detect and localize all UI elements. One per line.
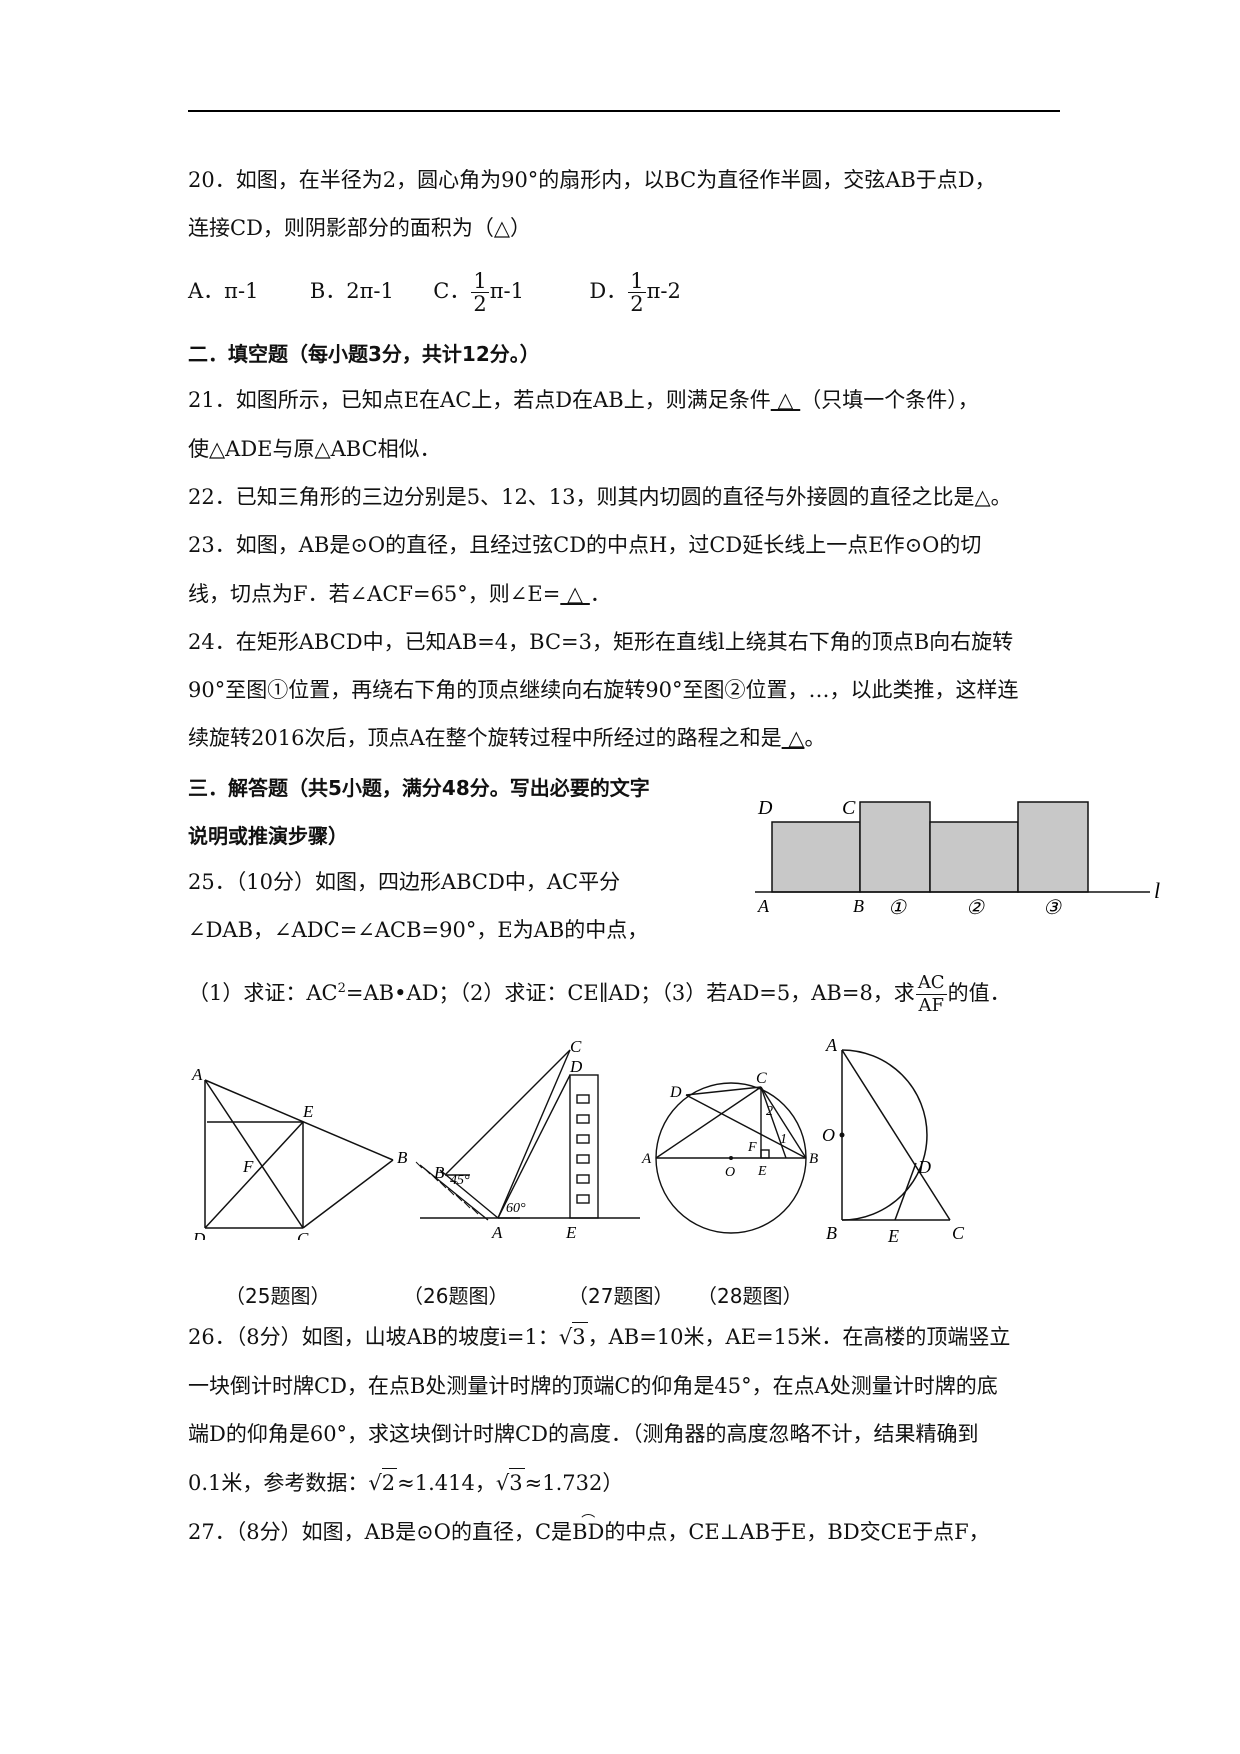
fig24-label-d: D xyxy=(757,797,773,819)
q20-line2: 连接CD，则阴影部分的面积为（△） xyxy=(188,216,532,240)
q24-line3: 续旋转2016次后，顶点A在整个旋转过程中所经过的路程之和是 △。 xyxy=(188,726,826,750)
q20-option-a: A．π-1 xyxy=(188,279,259,303)
fig26-label-d: D xyxy=(569,1057,583,1076)
q26-line1: 26．（8分）如图，山坡AB的坡度i=1：√3，AB=10米，AE=15米．在高… xyxy=(188,1322,1010,1351)
figure-q25: A E F B D C xyxy=(191,1065,408,1240)
fig24-label-c: C xyxy=(842,797,856,819)
q25-line3: （1）求证：AC2=AB•AD；（2）求证：CE∥AD；（3）若AD=5，AB=… xyxy=(188,972,1011,1016)
fig24-rect-3 xyxy=(1017,801,1089,893)
fig27-label-1: 1 xyxy=(780,1132,787,1147)
caption-fig28: （28题图） xyxy=(697,1284,803,1308)
fig24-label-2: ② xyxy=(966,897,985,919)
figure-q24: D C A B ① ② ③ l xyxy=(755,797,1160,919)
fig28-label-d: D xyxy=(917,1157,931,1177)
section3-heading-line1: 三．解答题（共5小题，满分48分。写出必要的文字 xyxy=(188,776,650,800)
fig24-label-b: B xyxy=(853,896,864,916)
fig26-label-c: C xyxy=(570,1040,582,1056)
fig25-label-f: F xyxy=(242,1157,254,1176)
fig25-label-c: C xyxy=(297,1229,309,1240)
fig28-label-b: B xyxy=(826,1223,837,1243)
fig25-label-d: D xyxy=(192,1229,206,1240)
fig25-label-b: B xyxy=(397,1148,408,1167)
q26-line3: 端D的仰角是60°，求这块倒计时牌CD的高度．（测角器的高度忽略不计，结果精确到 xyxy=(188,1422,979,1446)
caption-fig26: （26题图） xyxy=(403,1284,509,1308)
fig27-label-d: D xyxy=(669,1084,682,1101)
fig24-rect-2 xyxy=(929,821,1019,893)
fig27-label-2: 2 xyxy=(766,1104,773,1119)
section2-heading: 二．填空题（每小题3分，共计12分。） xyxy=(188,342,540,366)
fig27-label-a: A xyxy=(641,1151,652,1167)
fig24-label-l: l xyxy=(1154,878,1160,903)
fig28-label-e: E xyxy=(887,1226,899,1245)
section3-heading-line2: 说明或推演步骤） xyxy=(188,824,348,848)
fig26-label-a: A xyxy=(491,1223,503,1242)
figure-q27: C D A B F O E 1 2 xyxy=(641,1070,818,1234)
q26-line2: 一块倒计时牌CD，在点B处测量计时牌的顶端C的仰角是45°，在点A处测量计时牌的… xyxy=(188,1374,998,1398)
fig28-label-a: A xyxy=(825,1035,838,1055)
fig27-label-o: O xyxy=(725,1165,735,1180)
q22-line1: 22．已知三角形的三边分别是5、12、13，则其内切圆的直径与外接圆的直径之比是… xyxy=(188,485,1012,509)
q26-line4: 0.1米，参考数据：√2≈1.414，√3≈1.732） xyxy=(188,1468,623,1497)
fig26-label-b: B xyxy=(434,1163,445,1182)
fig24-label-1: ① xyxy=(888,897,907,919)
fig25-label-e: E xyxy=(302,1102,314,1121)
q20-line1: 20．如图，在半径为2，圆心角为90°的扇形内，以BC为直径作半圆，交弦AB于点… xyxy=(188,168,996,192)
fig25-label-a: A xyxy=(191,1065,203,1084)
figure-q26: C D B 45° 60° A E xyxy=(415,1040,640,1242)
fig27-label-c: C xyxy=(756,1070,767,1087)
header-rule xyxy=(188,110,1060,112)
caption-fig27: （27题图） xyxy=(568,1284,674,1308)
fig27-label-f: F xyxy=(747,1140,757,1155)
fig28-label-o: O xyxy=(822,1125,835,1145)
q24-line2: 90°至图①位置，再绕右下角的顶点继续向右旋转90°至图②位置，…，以此类推，这… xyxy=(188,678,1019,702)
q21-line1: 21．如图所示，已知点E在AC上，若点D在AB上，则满足条件 △ （只填一个条件… xyxy=(188,388,979,412)
fig27-label-e: E xyxy=(757,1164,767,1179)
fig28-label-c: C xyxy=(952,1223,965,1243)
fig24-rect-abcd xyxy=(771,821,861,893)
caption-fig25: （25题图） xyxy=(225,1284,331,1308)
q20-option-b: B．2π-1 xyxy=(309,279,394,303)
q25-line2: ∠DAB，∠ADC=∠ACB=90°，E为AB的中点， xyxy=(188,918,649,942)
fig27-label-b: B xyxy=(809,1151,818,1167)
fig24-rect-1 xyxy=(859,801,931,893)
q27-line1: 27．（8分）如图，AB是⊙O的直径，C是⌒BD的中点，CE⊥AB于E，BD交C… xyxy=(188,1514,990,1544)
q23-line2: 线，切点为F．若∠ACF=65°，则∠E= △ ． xyxy=(188,582,611,606)
fig24-label-a: A xyxy=(757,896,770,916)
fig26-label-e: E xyxy=(565,1223,577,1242)
fig24-label-3: ③ xyxy=(1043,897,1062,919)
q21-line2: 使△ADE与原△ABC相似． xyxy=(188,437,441,461)
fig26-angle-45: 45° xyxy=(450,1173,470,1188)
arc-bd: ⌒BD xyxy=(572,1514,605,1544)
fig26-angle-60: 60° xyxy=(506,1201,526,1216)
q23-line1: 23．如图，AB是⊙O的直径，且经过弦CD的中点H，过CD延长线上一点E作⊙O的… xyxy=(188,533,982,557)
q24-line1: 24．在矩形ABCD中，已知AB=4，BC=3，矩形在直线l上绕其右下角的顶点B… xyxy=(188,630,1014,654)
figure-q28: A O D B E C xyxy=(822,1035,965,1245)
q25-line1: 25．（10分）如图，四边形ABCD中，AC平分 xyxy=(188,870,621,894)
